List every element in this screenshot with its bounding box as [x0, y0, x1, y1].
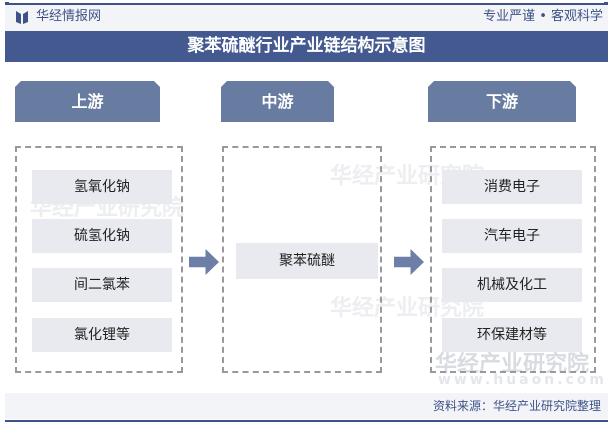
column-head-upstream: 上游	[15, 81, 160, 122]
brand-logo-icon	[16, 11, 28, 24]
upstream-item: 氢氧化钠	[32, 170, 172, 204]
upstream-item: 氯化锂等	[32, 318, 172, 352]
downstream-box	[430, 146, 596, 373]
bottom-border	[5, 420, 608, 422]
upstream-box	[15, 146, 183, 373]
midstream-item: 聚苯硫醚	[236, 243, 378, 279]
page-title: 聚苯硫醚行业产业链结构示意图	[5, 31, 608, 62]
slogan: 专业严谨 • 客观科学	[483, 9, 603, 24]
upstream-item: 间二氯苯	[32, 268, 172, 302]
downstream-item: 汽车电子	[442, 219, 582, 253]
header-bar	[5, 5, 608, 31]
brand-name: 华经情报网	[36, 9, 102, 24]
arrow-right-icon	[394, 249, 424, 275]
watermark-url: www.huaon.com	[438, 372, 608, 388]
downstream-item: 环保建材等	[442, 318, 582, 352]
column-head-midstream: 中游	[221, 81, 334, 122]
midstream-box	[222, 146, 382, 373]
downstream-item: 消费电子	[442, 170, 582, 204]
footer-bar	[5, 393, 608, 419]
source-note: 资料来源：华经产业研究院整理	[432, 399, 601, 413]
upstream-item: 硫氢化钠	[32, 219, 172, 253]
top-border	[5, 2, 608, 6]
column-head-downstream: 下游	[428, 81, 576, 122]
arrow-right-icon	[189, 249, 219, 275]
downstream-item: 机械及化工	[442, 268, 582, 302]
